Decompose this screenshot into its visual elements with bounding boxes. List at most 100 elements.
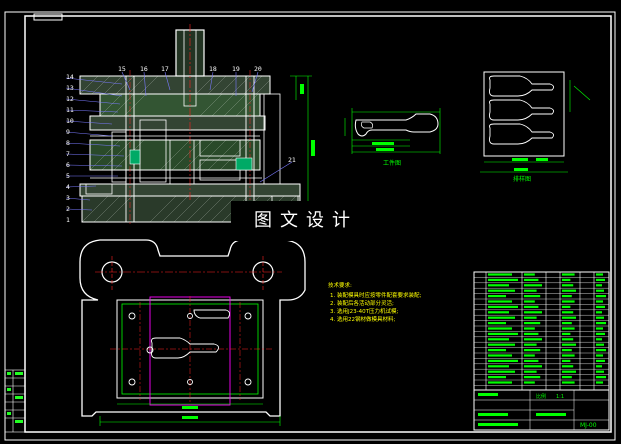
- parts-list-entry-mark: [596, 300, 603, 303]
- strip-outline: [483, 71, 565, 157]
- parts-list-entry-mark: [562, 316, 576, 319]
- notes-line-2: 2. 装配后各活动部分灵活;: [330, 299, 394, 307]
- parts-list-entry-mark: [524, 359, 539, 362]
- parts-list-entry-mark: [596, 295, 606, 298]
- parts-list-entry-mark: [562, 338, 574, 341]
- parts-list-entry-mark: [524, 305, 539, 308]
- parts-list-entry-mark: [562, 343, 576, 346]
- parts-list-entry-mark: [488, 354, 512, 357]
- parts-list-entry-mark: [596, 338, 602, 341]
- parts-list-entry-mark: [488, 343, 515, 346]
- title-block: 比例 1:1 MJ-00: [473, 389, 610, 431]
- parts-list-entry-mark: [488, 305, 518, 308]
- parts-list-entry-mark: [488, 316, 515, 319]
- parts-list-entry-mark: [524, 300, 535, 303]
- parts-list-entry-mark: [562, 295, 572, 298]
- parts-list-entry-mark: [596, 370, 604, 373]
- plan-dimensions: [99, 403, 281, 426]
- parts-list-entry-mark: [488, 349, 506, 352]
- parts-list-entry-mark: [596, 284, 602, 287]
- parts-list-entry-mark: [524, 332, 539, 335]
- parts-list-entry-mark: [524, 370, 537, 373]
- part-number-label: 15: [118, 65, 126, 73]
- parts-list-entry-mark: [524, 376, 541, 379]
- parts-list-entry-mark: [596, 332, 605, 335]
- notes-line-4: 4. 选用22钢材做模具材料;: [330, 315, 395, 323]
- part-number-label: 1: [66, 216, 70, 224]
- parts-list-entry-mark: [488, 381, 512, 384]
- parts-list-entry-mark: [562, 300, 575, 303]
- part-number-label: 17: [161, 65, 169, 73]
- revision-strip-marks: [7, 372, 23, 423]
- workpiece-outline: [354, 113, 439, 137]
- revision-strip: [4, 369, 26, 433]
- parts-list-entry-mark: [562, 365, 574, 368]
- notes-line-3: 3. 选用J23-40T压力机试模;: [330, 307, 398, 315]
- parts-list-entry-mark: [596, 311, 602, 314]
- workpiece-label: 工件图: [383, 159, 401, 167]
- parts-list-entry-mark: [524, 338, 542, 341]
- parts-list-entry-mark: [596, 305, 605, 308]
- part-number-label: 2: [66, 205, 70, 213]
- parts-list-entry-mark: [596, 273, 603, 276]
- parts-list-entry-mark: [488, 365, 509, 368]
- part-number-label: 9: [66, 128, 70, 136]
- workpiece-dimensions: [344, 108, 441, 154]
- parts-list-entry-mark: [488, 311, 509, 314]
- parts-list-entry-mark: [596, 376, 606, 379]
- notes-title: 技术要求:: [328, 281, 352, 289]
- top-leaders: [121, 71, 293, 183]
- part-number-21: 21: [288, 156, 296, 164]
- parts-list-entry-mark: [524, 284, 542, 287]
- parts-list-entry-mark: [562, 311, 574, 314]
- left-leaders: [65, 77, 125, 211]
- parts-list-entry-mark: [488, 273, 512, 276]
- technical-notes: 技术要求: 1. 装配模具时应按零件配套要求装配; 2. 装配后各活动部分灵活;…: [328, 281, 421, 323]
- parts-list-entry-mark: [596, 354, 603, 357]
- part-number-label: 11: [66, 106, 74, 114]
- part-number-label: 3: [66, 194, 70, 202]
- parts-list-entry-mark: [488, 284, 509, 287]
- parts-list-entry-mark: [596, 327, 603, 330]
- drawing-number: MJ-00: [580, 422, 597, 429]
- part-number-label: 10: [66, 117, 74, 125]
- parts-list-entry-mark: [524, 295, 541, 298]
- part-number-label: 5: [66, 172, 70, 180]
- parts-list-entry-mark: [488, 332, 518, 335]
- part-number-label: 18: [209, 65, 217, 73]
- parts-list-entry-mark: [488, 322, 506, 325]
- strip-dimensions: [480, 80, 591, 173]
- corner-tab: [33, 13, 63, 21]
- parts-list-entry-mark: [524, 381, 535, 384]
- part-number-label: 19: [232, 65, 240, 73]
- part-number-label: 12: [66, 95, 74, 103]
- strip-layout-view: 排样图: [480, 71, 591, 183]
- parts-list-entry-mark: [562, 354, 575, 357]
- part-number-label: 8: [66, 139, 70, 147]
- parts-list-entry-mark: [562, 349, 572, 352]
- parts-list-entry-mark: [562, 332, 571, 335]
- parts-list-entry-mark: [596, 359, 605, 362]
- parts-list-entry-mark: [562, 381, 575, 384]
- parts-list-entry-mark: [524, 365, 542, 368]
- parts-list-entry-mark: [596, 343, 604, 346]
- inner-frame: [24, 15, 612, 433]
- parts-list-entry-mark: [488, 376, 506, 379]
- parts-list-entry-mark: [524, 322, 541, 325]
- scale-label: 比例: [536, 393, 546, 400]
- plan-base-outline: [79, 239, 306, 417]
- parts-list-entry-mark: [488, 278, 518, 281]
- parts-list-entry-mark: [562, 289, 576, 292]
- parts-list-entry-mark: [524, 311, 542, 314]
- parts-list-entry-mark: [596, 316, 604, 319]
- parts-list-entry-mark: [562, 359, 571, 362]
- parts-list-entry-mark: [488, 338, 509, 341]
- parts-list-entry-mark: [562, 278, 571, 281]
- notes-line-1: 1. 装配模具时应按零件配套要求装配;: [330, 291, 421, 299]
- parts-list-entry-mark: [562, 376, 572, 379]
- parts-list-entry-mark: [488, 327, 512, 330]
- parts-list-entry-mark: [596, 278, 605, 281]
